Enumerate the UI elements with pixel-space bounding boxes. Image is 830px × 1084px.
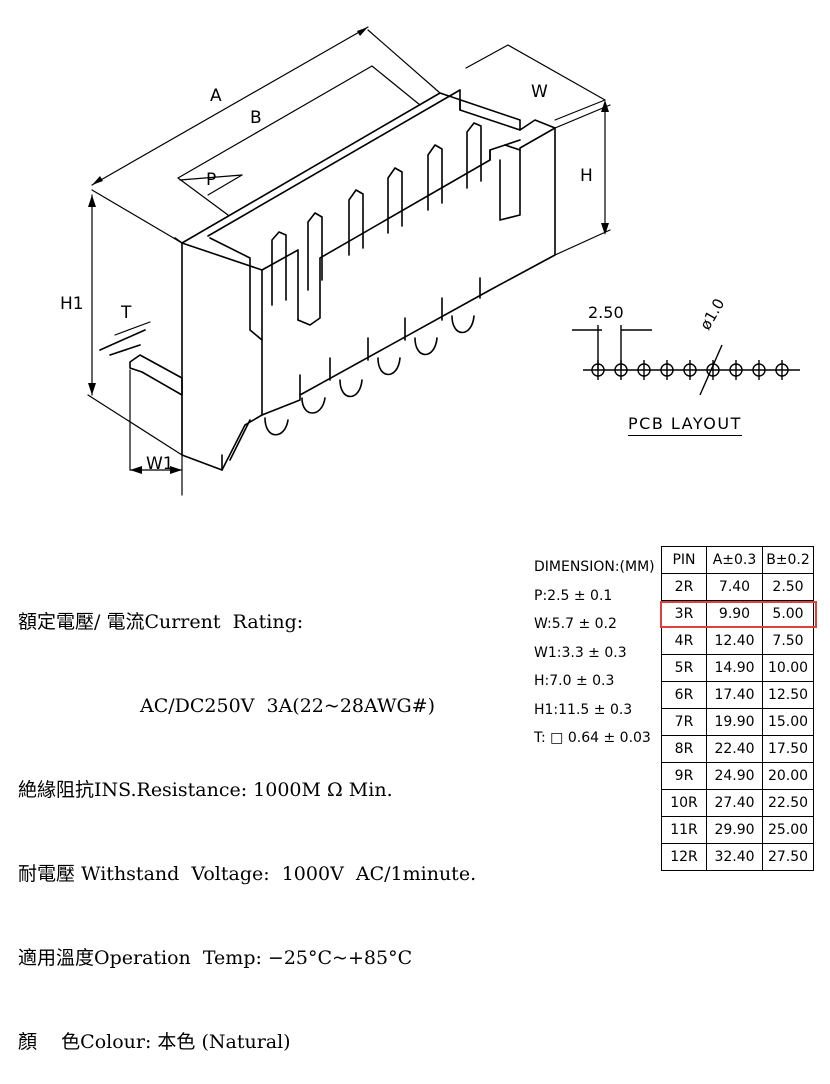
label-h1: H1 <box>60 294 84 314</box>
label-a: A <box>210 86 222 106</box>
spec-temp: 適用溫度Operation Temp: −25°C~+85°C <box>18 947 413 969</box>
label-w1: W1 <box>146 454 174 474</box>
cell-a: 19.90 <box>706 708 763 736</box>
dimension-h: H:7.0 ± 0.3 <box>534 673 615 689</box>
pcb-layout <box>572 325 800 396</box>
spec-voltage: 耐電壓 Withstand Voltage: 1000V AC/1minute. <box>18 863 477 885</box>
cell-b: 17.50 <box>762 735 814 763</box>
table-header-row: PIN A±0.3 B±0.2 <box>661 546 814 574</box>
cell-pin: 9R <box>661 762 707 790</box>
dimension-title: DIMENSION:(MM) <box>534 559 655 575</box>
pcb-holes <box>591 360 789 380</box>
cell-pin: 7R <box>661 708 707 736</box>
cell-pin: 12R <box>661 843 707 871</box>
cell-pin: 3R <box>661 600 707 628</box>
highlight-row-3r <box>660 601 817 628</box>
cell-b: 5.00 <box>762 600 814 628</box>
side-latch <box>99 329 183 396</box>
cell-a: 32.40 <box>706 843 763 871</box>
cell-b: 15.00 <box>762 708 814 736</box>
cell-a: 24.90 <box>706 762 763 790</box>
spec-colour: 顏 色Colour: 本色 (Natural) <box>18 1031 291 1053</box>
connector-pins-bottom <box>264 277 481 436</box>
connector-drawing <box>87 26 800 496</box>
cell-pin: 11R <box>661 816 707 844</box>
header-pin: PIN <box>661 546 707 574</box>
cell-b: 10.00 <box>762 654 814 682</box>
label-h: H <box>580 166 593 186</box>
cell-pin: 4R <box>661 627 707 655</box>
label-t: T <box>121 303 132 323</box>
cell-b: 7.50 <box>762 627 814 655</box>
label-p: P <box>206 170 217 190</box>
label-w: W <box>531 82 548 102</box>
cell-pin: 5R <box>661 654 707 682</box>
header-b: B±0.2 <box>762 546 814 574</box>
cell-a: 12.40 <box>706 627 763 655</box>
cell-pin: 2R <box>661 573 707 601</box>
dimension-h1: H1:11.5 ± 0.3 <box>534 701 633 718</box>
dimension-arrows <box>88 27 609 474</box>
spec-rating: 額定電壓/ 電流Current Rating: <box>18 611 304 633</box>
cell-pin: 10R <box>661 789 707 817</box>
dimension-t: T: □ 0.64 ± 0.03 <box>534 730 651 746</box>
cell-b: 25.00 <box>762 816 814 844</box>
cell-b: 27.50 <box>762 843 814 871</box>
cell-pin: 8R <box>661 735 707 763</box>
dimension-p: P:2.5 ± 0.1 <box>534 587 613 604</box>
pcb-layout-title: PCB LAYOUT <box>628 414 742 436</box>
dimension-list: DIMENSION:(MM) P:2.5 ± 0.1 W:5.7 ± 0.2 W… <box>534 553 655 753</box>
cell-a: 17.40 <box>706 681 763 709</box>
cell-a: 29.90 <box>706 816 763 844</box>
cell-a: 22.40 <box>706 735 763 763</box>
cell-b: 2.50 <box>762 573 814 601</box>
label-b: B <box>250 108 262 128</box>
connector-housing <box>174 89 556 471</box>
cell-b: 20.00 <box>762 762 814 790</box>
spec-rating-value: AC/DC250V 3A(22~28AWG#) <box>140 695 435 717</box>
spec-resistance: 絶緣阻抗INS.Resistance: 1000M Ω Min. <box>18 779 393 801</box>
cell-pin: 6R <box>661 681 707 709</box>
connector-pins-top <box>271 122 482 306</box>
cell-a: 7.40 <box>706 573 763 601</box>
spec-block: 額定電壓/ 電流Current Rating: AC/DC250V 3A(22~… <box>18 552 476 1084</box>
dimension-w1: W1:3.3 ± 0.3 <box>534 644 627 661</box>
label-pitch: 2.50 <box>588 303 624 322</box>
header-a: A±0.3 <box>706 546 763 574</box>
dimension-w: W:5.7 ± 0.2 <box>534 616 617 632</box>
cell-a: 27.40 <box>706 789 763 817</box>
cell-a: 14.90 <box>706 654 763 682</box>
dimension-lines <box>87 26 611 496</box>
cell-b: 12.50 <box>762 681 814 709</box>
cell-b: 22.50 <box>762 789 814 817</box>
